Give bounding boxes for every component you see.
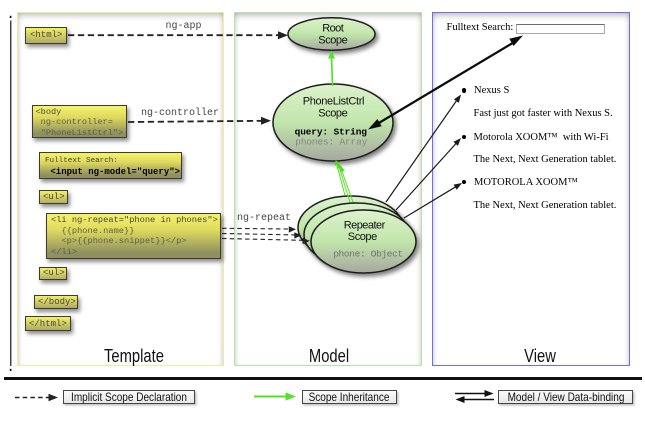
- svg-text:phone: Object: phone: Object: [333, 248, 403, 259]
- svg-text:Scope: Scope: [318, 108, 347, 120]
- svg-text:query: String: query: String: [295, 127, 368, 138]
- svg-text:phones: Array: phones: Array: [295, 136, 367, 147]
- svg-text:PhoneListCtrl: PhoneListCtrl: [303, 95, 365, 107]
- svg-text:Repeater: Repeater: [344, 219, 386, 231]
- svg-text:Scope: Scope: [348, 231, 377, 243]
- svg-text:Scope: Scope: [318, 35, 347, 47]
- svg-text:Root: Root: [322, 22, 344, 34]
